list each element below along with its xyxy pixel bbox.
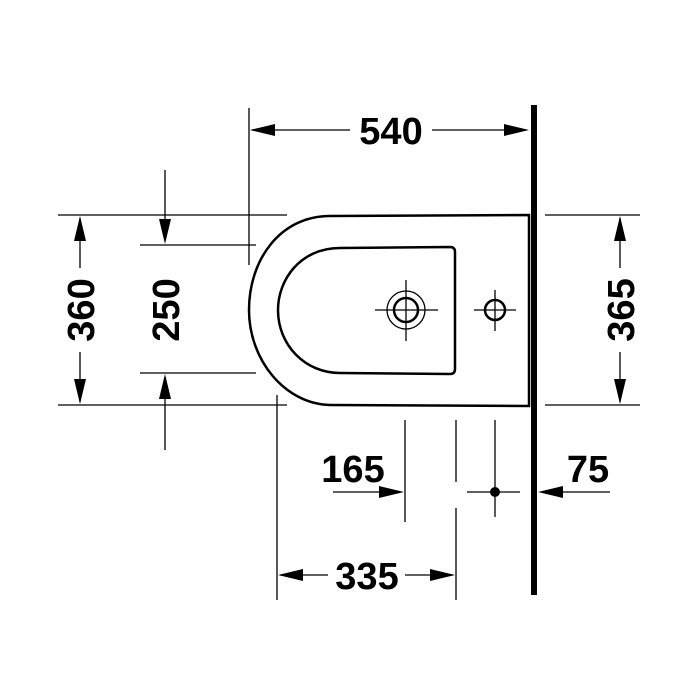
dimension-165: 165 xyxy=(321,449,404,498)
tap-hole-icon xyxy=(375,280,438,341)
dimension-label: 365 xyxy=(601,278,643,341)
wall-line xyxy=(531,105,537,595)
bidet-bowl-outline xyxy=(276,245,457,376)
dimension-label: 75 xyxy=(567,449,609,491)
bidet-outer-outline xyxy=(247,213,531,408)
dimension-540: 540 xyxy=(250,111,529,153)
dimension-360: 360 xyxy=(61,216,103,404)
dimension-335: 335 xyxy=(278,556,455,598)
fixing-hole-icon xyxy=(474,290,516,331)
dimension-75: 75 xyxy=(538,449,610,498)
fixing-point-icon xyxy=(490,487,500,497)
dimension-label: 360 xyxy=(61,278,103,341)
dimension-250: 250 xyxy=(146,170,188,450)
dimension-label: 335 xyxy=(335,556,398,598)
extension-lines xyxy=(58,108,640,600)
dimension-label: 165 xyxy=(321,449,384,491)
dimension-label: 250 xyxy=(146,278,188,341)
dimension-label: 540 xyxy=(359,111,422,153)
dimension-365: 365 xyxy=(601,216,643,404)
